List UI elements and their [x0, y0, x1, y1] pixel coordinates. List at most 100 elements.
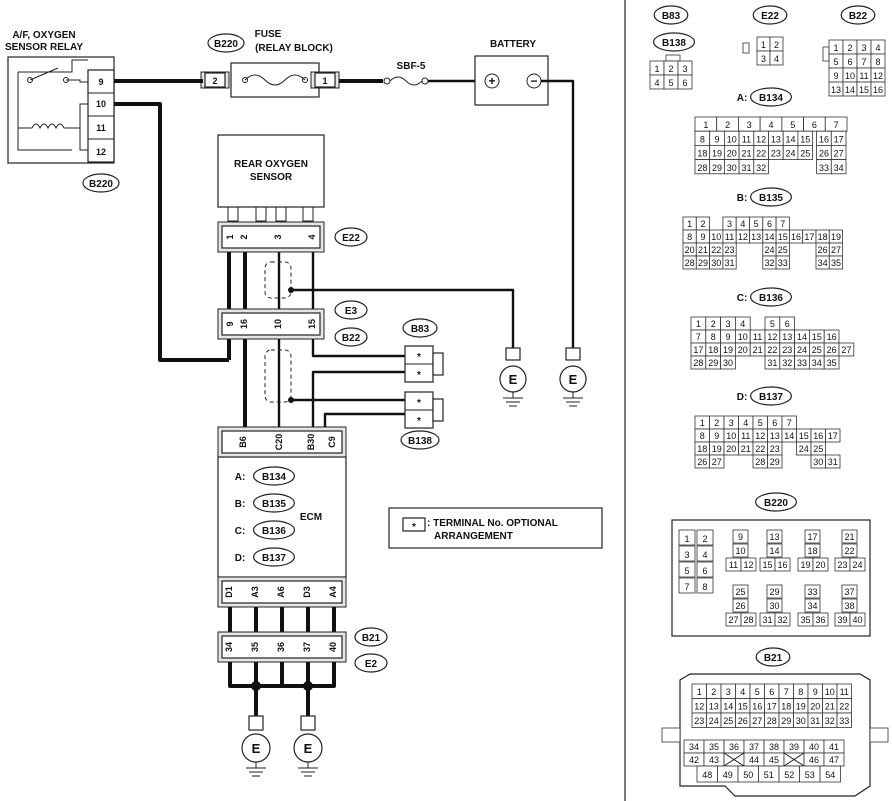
- svg-text:35: 35: [831, 258, 841, 268]
- svg-text:26: 26: [738, 716, 748, 726]
- svg-text:21: 21: [844, 532, 854, 542]
- svg-text:16: 16: [873, 85, 883, 95]
- svg-text:14: 14: [769, 546, 779, 556]
- svg-text:28: 28: [755, 457, 765, 467]
- svg-text:10: 10: [727, 134, 737, 144]
- svg-text:6: 6: [772, 418, 777, 428]
- svg-text:4: 4: [743, 418, 748, 428]
- svg-text:B138: B138: [408, 436, 432, 447]
- connector-b21-e2: 34 35 36 37 40: [217, 631, 347, 663]
- svg-text:20: 20: [810, 702, 820, 712]
- svg-text:E: E: [252, 741, 261, 756]
- badge-b22: B22: [334, 327, 368, 347]
- svg-text:20: 20: [815, 560, 825, 570]
- svg-text:6: 6: [847, 57, 852, 67]
- svg-text:8: 8: [875, 57, 880, 67]
- svg-text:: TERMINAL No. OPTIONAL: : TERMINAL No. OPTIONAL: [427, 518, 558, 529]
- svg-text:6: 6: [812, 120, 817, 130]
- svg-text:34: 34: [807, 601, 817, 611]
- svg-text:22: 22: [844, 546, 854, 556]
- svg-text:B220: B220: [89, 179, 113, 190]
- svg-text:27: 27: [752, 716, 762, 726]
- svg-text:29: 29: [708, 358, 718, 368]
- svg-text:12: 12: [755, 431, 765, 441]
- svg-text:12: 12: [738, 232, 748, 242]
- svg-text:33: 33: [807, 587, 817, 597]
- svg-text:28: 28: [685, 258, 695, 268]
- svg-text:24: 24: [709, 716, 719, 726]
- svg-text:18: 18: [818, 232, 828, 242]
- svg-text:1: 1: [697, 687, 702, 697]
- svg-text:D:: D:: [737, 392, 748, 403]
- badge-b135: B135: [749, 187, 792, 207]
- svg-text:3: 3: [726, 687, 731, 697]
- ecm-connector-prefix: B:: [235, 499, 246, 510]
- svg-text:ARRANGEMENT: ARRANGEMENT: [434, 531, 513, 542]
- svg-text:C:: C:: [737, 293, 748, 304]
- svg-text:20: 20: [726, 444, 736, 454]
- svg-text:1: 1: [703, 120, 708, 130]
- svg-text:45: 45: [769, 755, 779, 765]
- svg-text:6: 6: [769, 687, 774, 697]
- svg-text:4: 4: [768, 120, 773, 130]
- svg-text:35: 35: [250, 642, 260, 652]
- badge-b21: B21: [755, 647, 791, 667]
- svg-text:23: 23: [782, 345, 792, 355]
- svg-text:32: 32: [756, 163, 766, 173]
- svg-text:1: 1: [684, 534, 689, 544]
- svg-text:16: 16: [791, 232, 801, 242]
- svg-text:E: E: [304, 741, 313, 756]
- svg-text:*: *: [417, 398, 421, 409]
- svg-text:4: 4: [875, 43, 880, 53]
- svg-text:A3: A3: [250, 586, 260, 598]
- svg-text:29: 29: [769, 587, 779, 597]
- svg-text:25: 25: [800, 149, 810, 159]
- svg-text:13: 13: [831, 85, 841, 95]
- svg-text:11: 11: [753, 332, 762, 342]
- svg-text:9: 9: [225, 321, 235, 326]
- svg-text:23: 23: [725, 245, 735, 255]
- svg-text:33: 33: [839, 716, 849, 726]
- svg-text:B137: B137: [759, 392, 783, 403]
- svg-text:31: 31: [741, 163, 751, 173]
- svg-text:9: 9: [725, 332, 730, 342]
- svg-text:12: 12: [873, 71, 883, 81]
- svg-text:E22: E22: [761, 11, 779, 22]
- badge-b138: B138: [652, 32, 695, 52]
- svg-text:E22: E22: [342, 233, 360, 244]
- svg-text:30: 30: [796, 716, 806, 726]
- svg-text:14: 14: [764, 232, 774, 242]
- svg-text:9: 9: [738, 532, 743, 542]
- svg-text:6: 6: [682, 78, 687, 88]
- svg-text:13: 13: [770, 431, 780, 441]
- svg-text:6: 6: [702, 566, 707, 576]
- svg-text:E2: E2: [365, 659, 378, 670]
- svg-text:ECM: ECM: [300, 512, 322, 523]
- svg-text:37: 37: [749, 742, 759, 752]
- svg-text:A6: A6: [276, 586, 286, 598]
- svg-text:2: 2: [725, 120, 730, 130]
- svg-text:20: 20: [738, 345, 748, 355]
- badge-b136: B136: [749, 287, 792, 307]
- svg-text:B6: B6: [238, 436, 248, 448]
- badge-b138: B138: [400, 430, 440, 450]
- svg-text:8: 8: [702, 582, 707, 592]
- svg-text:40: 40: [328, 642, 338, 652]
- badge-b83: B83: [402, 318, 438, 338]
- svg-text:5: 5: [758, 418, 763, 428]
- svg-text:19: 19: [723, 345, 733, 355]
- svg-text:11: 11: [729, 560, 738, 570]
- svg-text:2: 2: [711, 319, 716, 329]
- svg-text:12: 12: [767, 332, 777, 342]
- svg-text:7: 7: [861, 57, 866, 67]
- badge-b135: B135: [253, 493, 296, 513]
- svg-text:30: 30: [769, 601, 779, 611]
- svg-text:36: 36: [276, 642, 286, 652]
- svg-text:B30: B30: [306, 434, 316, 451]
